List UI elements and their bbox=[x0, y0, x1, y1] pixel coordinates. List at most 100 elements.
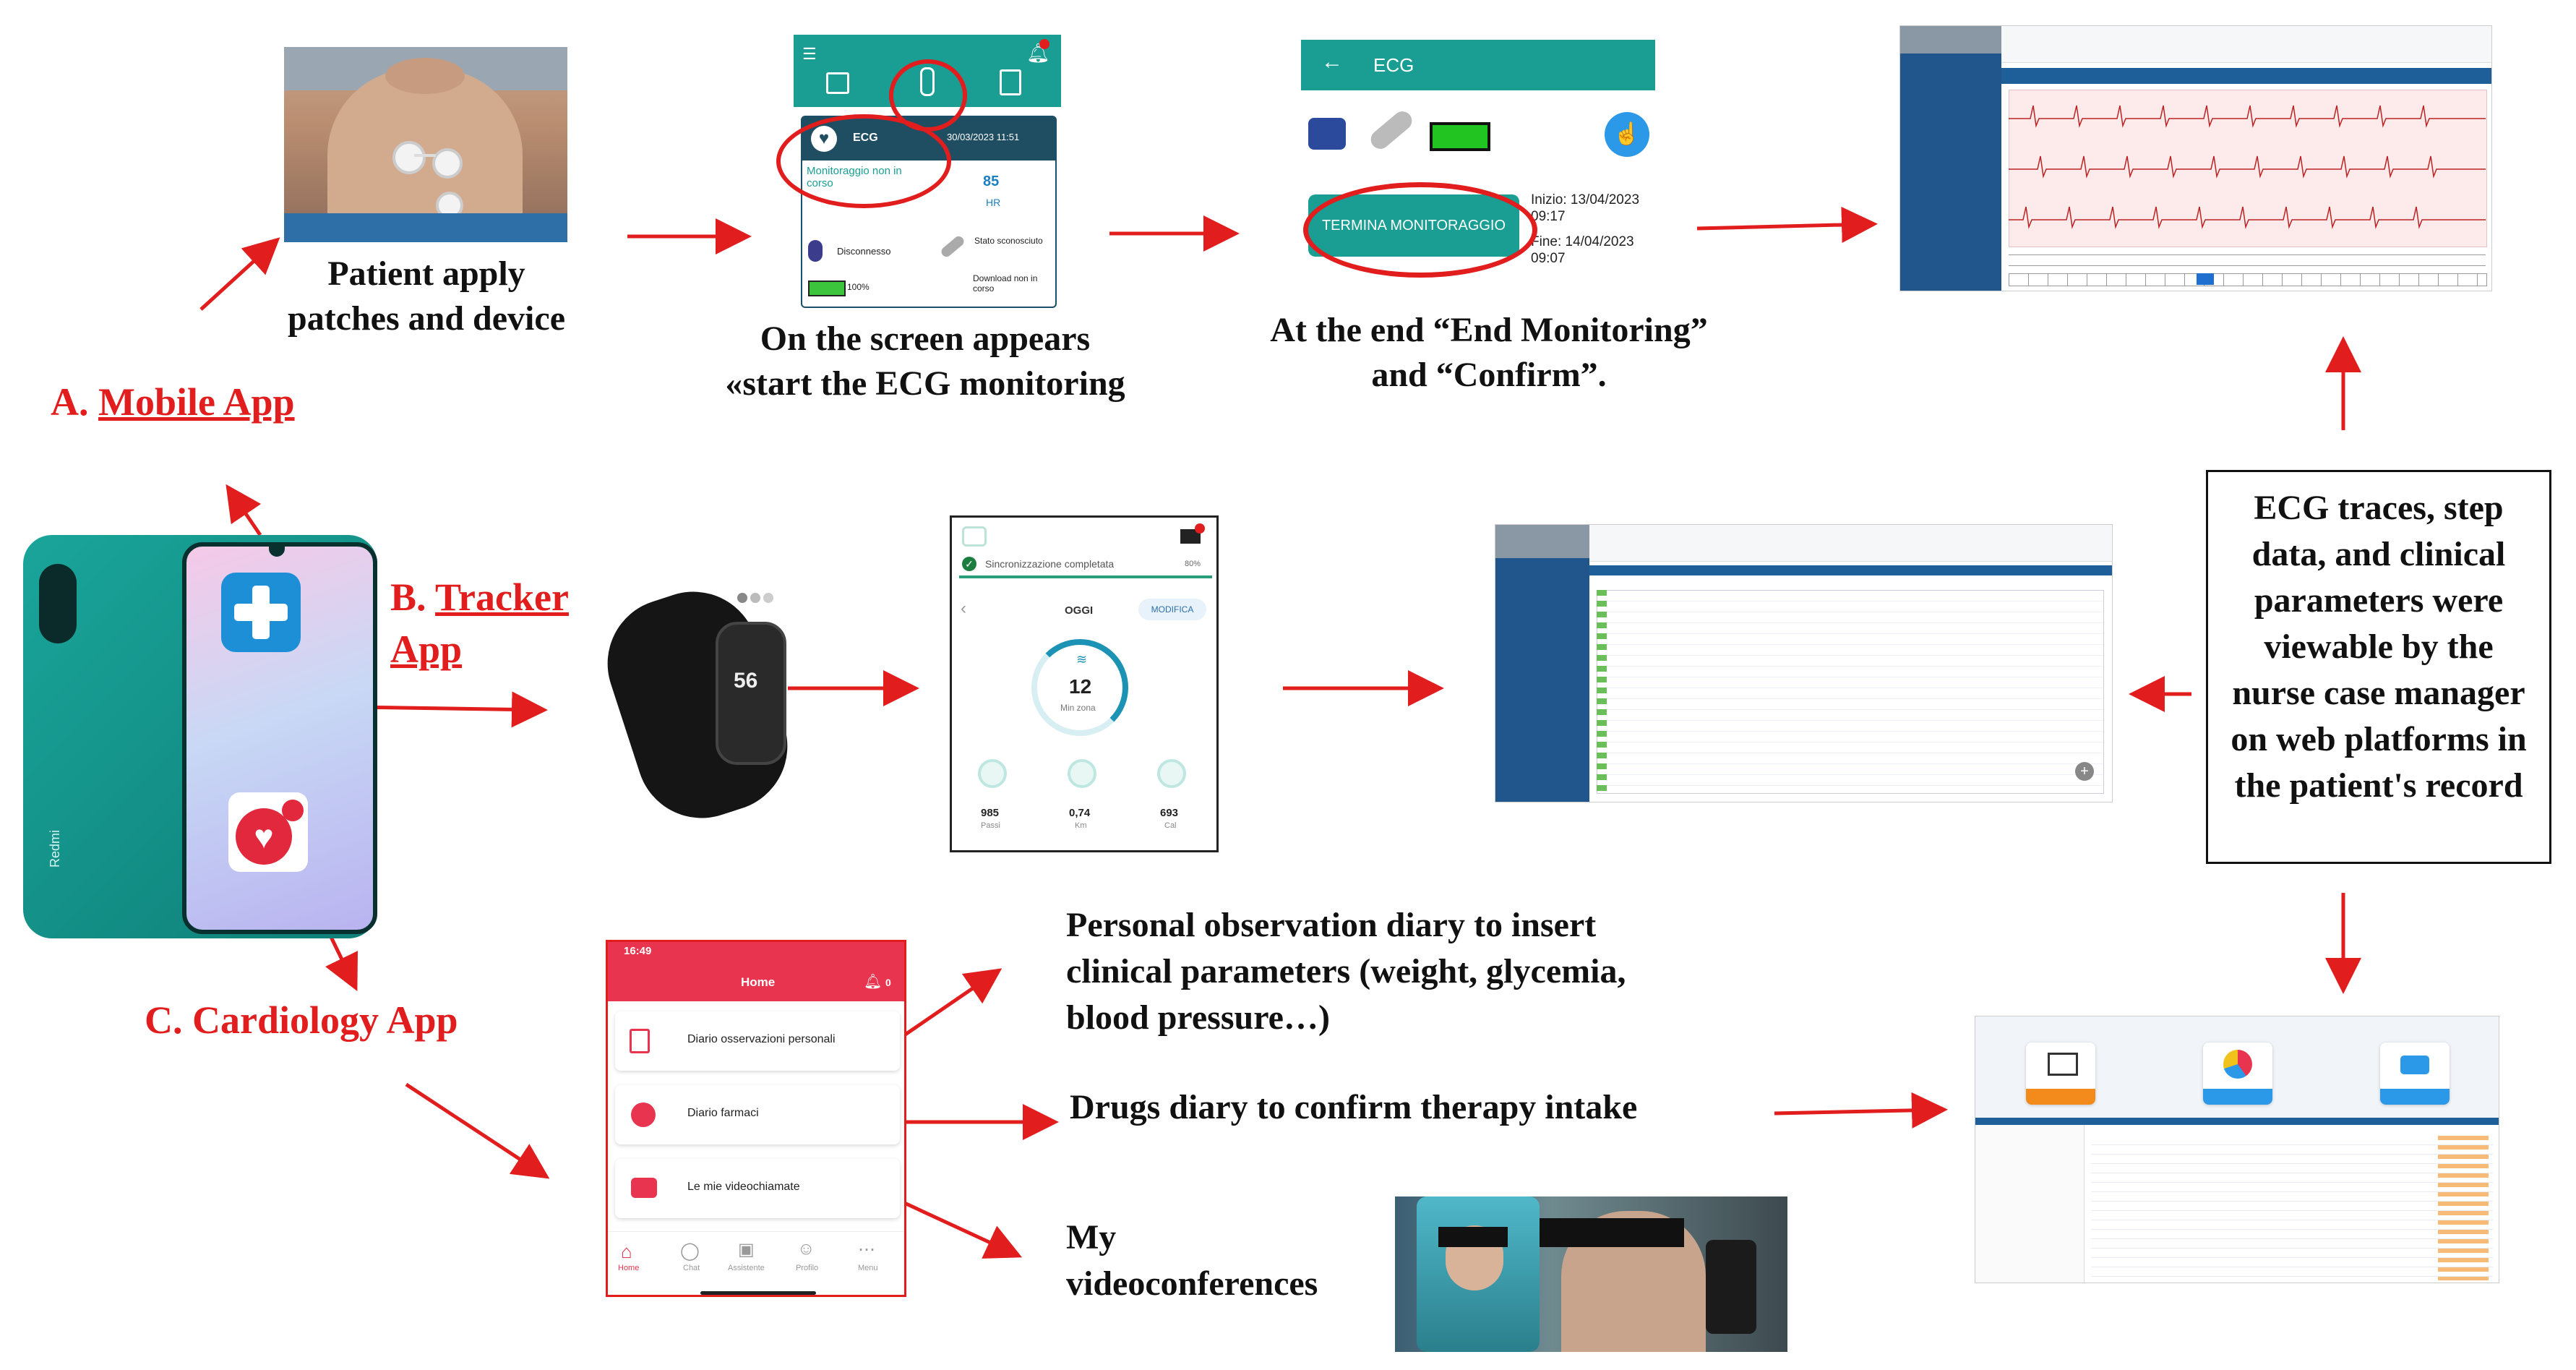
video-calls-label: Le mie videochiamate bbox=[687, 1181, 800, 1193]
bottom-nav: ⌂ Home ◯ Chat ▣ Assistente ☺ Profilo ⋯ M… bbox=[608, 1231, 904, 1295]
bluetooth-icon bbox=[808, 240, 823, 262]
calendar-icon[interactable] bbox=[826, 72, 849, 94]
video-call-icon bbox=[631, 1178, 657, 1198]
patch-icon bbox=[939, 234, 966, 259]
sync-status: Sincronizzazione completata bbox=[985, 558, 1115, 570]
videoconference-photo bbox=[1395, 1196, 1787, 1352]
clipboard-icon[interactable] bbox=[1000, 69, 1021, 95]
drugs-diary-label: Diario farmaci bbox=[687, 1107, 759, 1119]
video-caption: My videoconferences bbox=[1066, 1218, 1318, 1303]
nav-menu-icon[interactable]: ⋯ bbox=[858, 1240, 875, 1259]
nav-assistant-icon[interactable]: ▣ bbox=[738, 1240, 755, 1259]
battery-level: 100% bbox=[847, 282, 870, 292]
nav-home-icon[interactable]: ⌂ bbox=[621, 1241, 632, 1262]
tracker-app-screenshot: ✓ Sincronizzazione completata 80% ‹ OGGI… bbox=[950, 515, 1219, 852]
phone-screen: ♥ bbox=[182, 542, 377, 934]
nav-profile-icon[interactable]: ☺ bbox=[797, 1239, 815, 1259]
battery-full-icon bbox=[1430, 122, 1490, 151]
patient-photo bbox=[284, 47, 567, 242]
bluetooth-sync-icon bbox=[1308, 118, 1346, 150]
highlight-end-button bbox=[1303, 182, 1537, 278]
diary-caption: Personal observation diary to insert cli… bbox=[1066, 906, 1626, 1037]
connection-status: Disconnesso bbox=[837, 246, 891, 257]
arrow-cardio-label-to-app bbox=[405, 1082, 550, 1179]
device-state: Stato sconosciuto bbox=[974, 236, 1043, 246]
cal-label: Cal bbox=[1164, 821, 1177, 830]
label-cardiology-app: C. Cardiology App bbox=[145, 998, 458, 1042]
day-label: OGGI bbox=[1065, 604, 1094, 617]
distance-icon bbox=[1068, 759, 1096, 788]
status-time: 16:49 bbox=[624, 945, 652, 957]
tracker-app-icon[interactable] bbox=[221, 573, 301, 652]
pill-icon bbox=[631, 1103, 656, 1127]
bell-icon[interactable]: 🔔︎ bbox=[864, 974, 883, 990]
patient-caption: Patient apply patches and device bbox=[288, 254, 565, 338]
observation-diary-label: Diario osservazioni personali bbox=[687, 1033, 836, 1045]
ecg-card-date: 30/03/2023 11:51 bbox=[947, 132, 1020, 142]
touch-icon[interactable]: ☝ bbox=[1605, 112, 1649, 157]
tracker-battery: 80% bbox=[1185, 560, 1201, 568]
menu-item-video-calls[interactable]: Le mie videochiamate bbox=[615, 1159, 900, 1218]
arrow-label-a-to-patient bbox=[199, 237, 280, 311]
tracker-top-icon bbox=[962, 526, 987, 547]
monitoring-end: Fine: 14/04/2023 09:07 bbox=[1531, 234, 1634, 266]
tracker-screen-value: 56 bbox=[734, 669, 758, 693]
fitness-tracker-device: 56 bbox=[591, 575, 804, 835]
calories-icon bbox=[1157, 759, 1186, 788]
ecg-patch-left bbox=[392, 141, 426, 174]
arrow-drugs-to-platform bbox=[1774, 1092, 1948, 1129]
screen-caption: On the screen appears «start the ECG mon… bbox=[725, 320, 1125, 403]
arrow-app-to-video bbox=[889, 1194, 1023, 1259]
ecg-traces-box: ECG traces, step data, and clinical para… bbox=[2206, 470, 2551, 864]
menu-item-drugs-diary[interactable]: Diario farmaci bbox=[615, 1085, 900, 1144]
label-mobile-app: A. Mobile App bbox=[51, 380, 295, 424]
end-screen-title: ECG bbox=[1373, 54, 1414, 76]
sync-check-icon: ✓ bbox=[962, 557, 976, 571]
steps-value: 985 bbox=[981, 807, 1000, 819]
cal-value: 693 bbox=[1160, 807, 1179, 819]
km-value: 0,74 bbox=[1069, 807, 1091, 819]
arrow-app-to-diary bbox=[889, 968, 1003, 1047]
battery-icon bbox=[808, 281, 846, 296]
download-status: Download non in corso bbox=[973, 273, 1038, 294]
drugs-caption: Drugs diary to confirm therapy intake bbox=[1070, 1088, 1638, 1126]
web-ecg-platform-screenshot bbox=[1899, 25, 2492, 291]
notification-count: 0 bbox=[885, 977, 891, 988]
arrow-end-to-web bbox=[1696, 207, 1878, 243]
arrow-phone-to-fitbit bbox=[357, 691, 548, 728]
nav-menu-label[interactable]: Menu bbox=[858, 1264, 878, 1272]
mail-icon[interactable] bbox=[1180, 529, 1201, 544]
arrow-phone-to-label-a bbox=[226, 484, 262, 536]
back-arrow-icon[interactable]: ← bbox=[1321, 50, 1343, 74]
menu-icon[interactable]: ☰ bbox=[802, 45, 817, 63]
steps-icon bbox=[978, 759, 1007, 788]
ecg-traces-caption: ECG traces, step data, and clinical para… bbox=[2231, 489, 2527, 805]
label-tracker-app: B. Tracker App bbox=[390, 575, 569, 671]
cardiology-app-icon[interactable]: ♥ bbox=[228, 792, 308, 872]
nav-chat-label[interactable]: Chat bbox=[683, 1264, 700, 1272]
prev-day-chevron[interactable]: ‹ bbox=[961, 599, 966, 618]
platform-tile-chart[interactable] bbox=[2203, 1043, 2272, 1105]
platform-tile-video[interactable] bbox=[2380, 1043, 2450, 1105]
phone-brand: Redmi bbox=[48, 829, 62, 868]
edit-button-label: MODIFICA bbox=[1151, 604, 1194, 615]
highlight-ecg-card bbox=[776, 114, 951, 208]
edit-button[interactable]: MODIFICA bbox=[1138, 599, 1206, 620]
ecg-trace bbox=[2009, 105, 2486, 229]
ecg-patch-right bbox=[432, 148, 463, 179]
nav-profile-label[interactable]: Profilo bbox=[796, 1264, 819, 1272]
hr-value: 85 bbox=[983, 174, 1000, 189]
add-button[interactable]: + bbox=[2075, 762, 2094, 781]
smartphone: Redmi ♥ bbox=[23, 535, 377, 938]
home-title: Home bbox=[741, 975, 776, 989]
menu-item-observation-diary[interactable]: Diario osservazioni personali bbox=[615, 1011, 900, 1071]
platform-tile-monitor[interactable] bbox=[2026, 1043, 2095, 1105]
steps-label: Passi bbox=[981, 821, 1000, 830]
zone-value: 12 bbox=[1069, 675, 1092, 698]
nav-home-label[interactable]: Home bbox=[618, 1264, 640, 1272]
web-tracker-platform-screenshot: + bbox=[1495, 524, 2113, 802]
monitoring-start: Inizio: 13/04/2023 09:17 bbox=[1531, 192, 1640, 224]
web-cardiology-platform-screenshot bbox=[1975, 1016, 2499, 1283]
nav-assistant-label[interactable]: Assistente bbox=[728, 1264, 765, 1272]
nav-chat-icon[interactable]: ◯ bbox=[680, 1241, 700, 1261]
